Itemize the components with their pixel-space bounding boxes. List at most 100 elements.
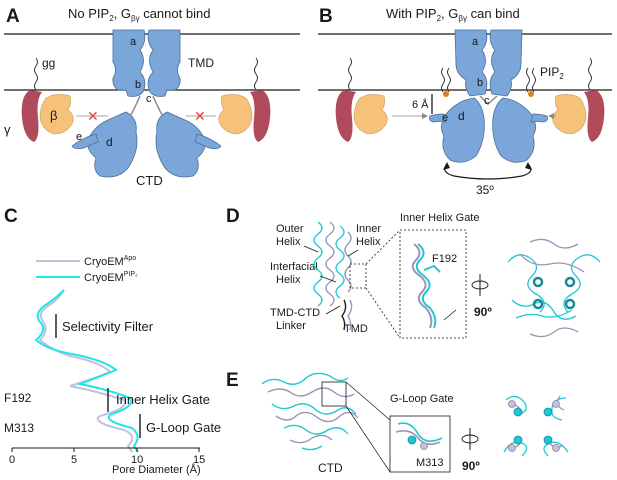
pip2-lipid-left <box>441 67 451 97</box>
label-inner-helix-gate: Inner Helix Gate <box>116 392 210 407</box>
label-f192: F192 <box>4 391 32 405</box>
ctd-structure <box>261 372 359 451</box>
beta-right <box>218 94 253 135</box>
rotation-arrow <box>444 163 532 180</box>
panel-b: B With PIP2, Gβγ can bind a b PIP2 c d <box>318 6 612 197</box>
label-d: d <box>106 135 113 149</box>
g-loop-inset <box>389 415 451 473</box>
label-m313: M313 <box>4 421 34 435</box>
panel-c: C CryoEMApo CryoEMPIP₂ Selectivity Filte… <box>4 206 221 476</box>
inset-f192-sidechain <box>423 264 441 273</box>
panel-a-letter: A <box>6 6 20 27</box>
label-d-b: d <box>458 109 465 123</box>
label-b-b: b <box>477 77 483 89</box>
pointer-outer <box>303 245 319 253</box>
panel-a: A No PIP2, Gβγ cannot bind a b TMD c d e… <box>4 6 300 188</box>
rotation-arrowhead-right <box>525 162 532 170</box>
gg-lipid-right-b <box>588 57 592 91</box>
label-m313-e: M313 <box>416 457 444 469</box>
gamma-right <box>250 90 271 142</box>
gg-lipid-right <box>254 57 258 91</box>
pointer-linker <box>325 305 341 315</box>
legend-pip2-label: CryoEMPIP₂ <box>84 271 138 284</box>
rotation-glyph-e <box>461 428 479 450</box>
linker-center-b <box>479 95 498 105</box>
inset-helix-pip2 <box>415 243 437 329</box>
label-rotation-e: 90º <box>462 459 480 473</box>
legend-apo-label: CryoEMApo <box>84 255 136 268</box>
label-rotation-d: 90º <box>474 305 492 319</box>
label-tmd-d: TMD <box>344 323 368 335</box>
gg-lipid-left <box>34 57 38 91</box>
pointer-interfacial <box>319 275 337 283</box>
ctd-right-arm-b <box>530 113 548 123</box>
label-tmd: TMD <box>188 56 214 70</box>
g-loop-inset-apo <box>395 430 441 446</box>
pointer-inner <box>347 249 359 257</box>
inset-helix-apo <box>411 243 433 329</box>
apo-profile-curve <box>38 289 134 453</box>
label-ctd-e: CTD <box>318 461 343 475</box>
label-b: b <box>135 79 141 91</box>
gamma-left-b <box>335 90 356 142</box>
tmd-structure <box>313 221 353 331</box>
panel-b-letter: B <box>319 6 333 27</box>
zoom-line-top <box>365 229 401 265</box>
beta-left <box>39 94 74 135</box>
label-g-loop-gate-e: G-Loop Gate <box>390 393 454 405</box>
label-pip2: PIP2 <box>540 65 564 81</box>
block-cross-right: ✕ <box>194 108 206 124</box>
gamma-right-b <box>584 90 605 142</box>
label-e: e <box>76 131 82 143</box>
label-g-loop-gate: G-Loop Gate <box>146 420 221 435</box>
label-f192-d: F192 <box>432 253 457 265</box>
inner-helix-gate-inset <box>399 229 467 339</box>
label-a-b: a <box>472 36 479 48</box>
g-loop-inset-pip2 <box>397 422 443 442</box>
tmd-left-half <box>112 29 146 97</box>
block-cross-left: ✕ <box>87 108 99 124</box>
bind-arrowhead-left <box>422 113 428 119</box>
tmd-right-half-b <box>489 29 523 97</box>
x-axis-label: Pore Diameter (Å) <box>112 463 201 476</box>
m313-atom-apo <box>420 442 428 450</box>
tmd-right-half <box>147 29 181 97</box>
rotation-glyph-d <box>471 274 489 296</box>
label-e-b: e <box>442 112 448 124</box>
zoom-source-box <box>349 263 367 289</box>
bind-arrowhead-right <box>548 113 554 119</box>
label-selectivity-filter: Selectivity Filter <box>62 319 154 334</box>
label-rotation: 35º <box>476 183 494 197</box>
x-tick-label-10: 10 <box>131 454 143 466</box>
label-c: c <box>146 93 152 105</box>
beta-right-b <box>552 94 587 135</box>
label-c-b: c <box>484 95 490 107</box>
ctd-left-arm <box>71 133 99 150</box>
beta-left-b <box>353 94 388 135</box>
panel-a-title: No PIP2, Gβγ cannot bind <box>68 6 210 23</box>
pip2-profile-curve <box>34 289 139 453</box>
label-gamma: γ <box>4 122 11 137</box>
pip2-lipid-right <box>526 67 536 97</box>
gg-lipid-left-b <box>348 57 352 91</box>
label-a: a <box>130 36 137 48</box>
panel-c-letter: C <box>4 206 18 227</box>
label-beta: β <box>50 108 57 123</box>
rotation-arrowhead-left <box>443 162 450 170</box>
label-gg: gg <box>42 56 55 70</box>
ctd-left-arm-b <box>429 113 447 123</box>
panel-e: E CTD G-Loop Gate M313 90º <box>226 370 569 475</box>
g-loop-zoom-line-top <box>345 381 391 421</box>
tetramer-top-view <box>507 238 601 338</box>
panel-b-title: With PIP2, Gβγ can bind <box>386 6 520 23</box>
tmd-left-half-b <box>454 29 488 97</box>
ctd-left-half-b <box>441 97 485 163</box>
ctd-right-arm <box>194 133 222 150</box>
m313-atom-pip2 <box>407 435 417 445</box>
